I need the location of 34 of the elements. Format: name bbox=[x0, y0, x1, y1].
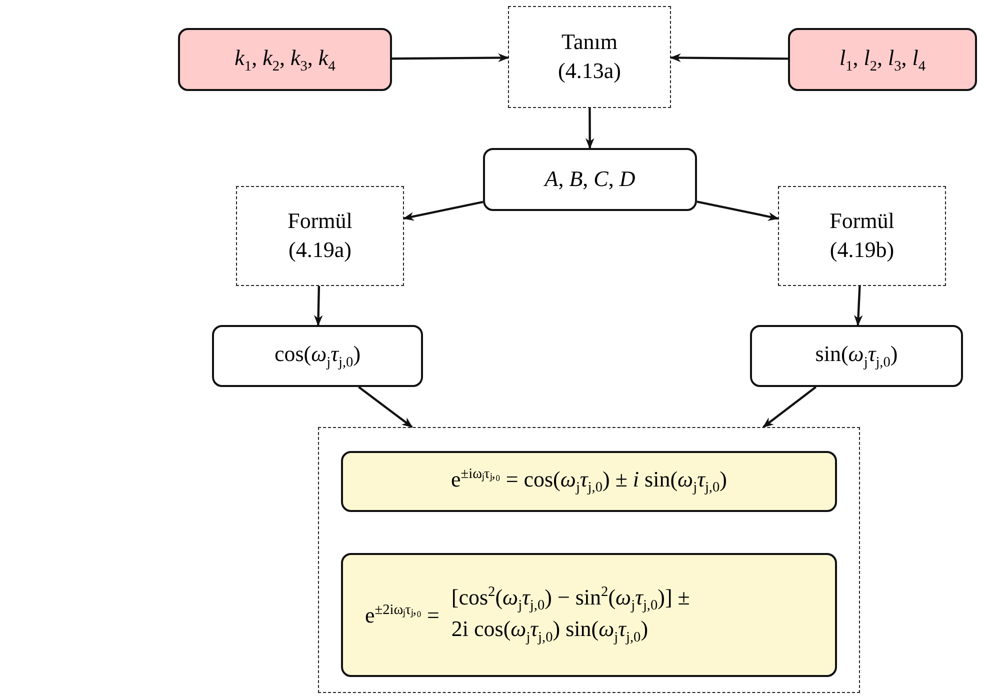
group-frame bbox=[318, 427, 860, 693]
value-box bbox=[750, 325, 963, 387]
arrow bbox=[392, 53, 510, 62]
box-heading: e$^{±2iωⱼτⱼ,₀}$ = bbox=[365, 600, 440, 629]
arrow bbox=[585, 108, 594, 150]
arrow bbox=[762, 386, 817, 428]
formula-text: e$^{±iωⱼτⱼ,₀}$ = cos(ω$_{j}$τ$_{j,0}$) ±i sin(ω$_{j}$τ$_{j,0}$) bbox=[451, 465, 727, 498]
formula-text: [cos$^{2}$(ω$_{j}$τ$_{j,0}$) − sin$^{2}$(ω$_{j}$τ$_{j,0}$)] ± 2i cos(ω$_{j}$τ$_{j,0}$) sin(ω$_{j}$τ$_{j,0}$) bbox=[451, 582, 691, 648]
box-heading: Formül bbox=[830, 207, 894, 236]
parameter-box bbox=[788, 28, 977, 91]
box-label: (4.19b) bbox=[830, 236, 894, 264]
value-box bbox=[212, 325, 423, 387]
arrow bbox=[358, 386, 413, 428]
box-label: (4.19a) bbox=[288, 236, 352, 264]
box-label: (4.13a) bbox=[558, 57, 621, 85]
reference-box bbox=[236, 186, 404, 286]
box-label: cos(ω$_{j}$τ$_{j,0}$) bbox=[274, 340, 361, 372]
box-heading: Tanım bbox=[562, 28, 618, 56]
value-box bbox=[483, 148, 697, 211]
reference-box bbox=[778, 186, 946, 286]
formula-box bbox=[341, 553, 837, 677]
arrow bbox=[314, 286, 323, 326]
box-label: l$_{1}$, l$_{2}$, l$_{3}$, l$_{4}$ bbox=[839, 44, 926, 76]
reference-box bbox=[508, 6, 671, 108]
box-label: A, B, C, D bbox=[544, 165, 636, 194]
arrow bbox=[854, 286, 863, 326]
box-label: k$_{1}$, k$_{2}$, k$_{3}$, k$_{4}$ bbox=[234, 44, 336, 76]
parameter-box bbox=[178, 28, 392, 91]
arrow bbox=[696, 200, 780, 221]
arrow bbox=[670, 53, 788, 62]
box-label: sin(ω$_{j}$τ$_{j,0}$) bbox=[815, 340, 898, 372]
formula-box bbox=[341, 451, 837, 512]
arrow bbox=[402, 200, 484, 221]
box-heading: Formül bbox=[288, 207, 352, 236]
